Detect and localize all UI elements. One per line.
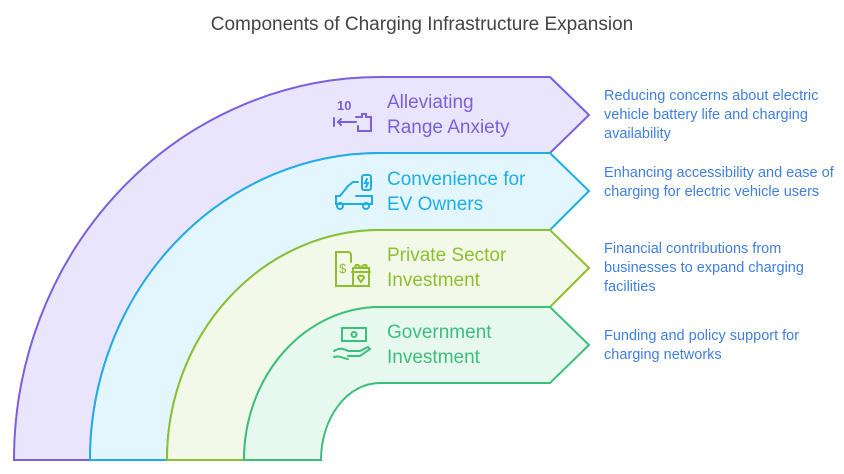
- label-line: Range Anxiety: [387, 117, 510, 138]
- description-government-investment: Funding and policy support for charging …: [604, 328, 800, 363]
- layer-label-ev-convenience: Convenience for EV Owners: [387, 167, 525, 217]
- layer-label-government-investment: Government Investment: [387, 320, 492, 370]
- ev-car-charging-icon: [330, 172, 374, 212]
- band-government-investment: [242, 306, 591, 461]
- label-line: Investment: [387, 347, 480, 368]
- svg-text:$: $: [339, 261, 347, 276]
- layer-label-range-anxiety: Alleviating Range Anxiety: [387, 90, 510, 140]
- label-line: Alleviating: [387, 92, 474, 113]
- description-private-investment: Financial contributions from businesses …: [604, 241, 804, 295]
- label-line: EV Owners: [387, 194, 484, 215]
- hand-money-icon: [330, 325, 374, 365]
- label-line: Investment: [387, 270, 480, 291]
- phone-money-gift-icon: $: [330, 248, 374, 288]
- label-line: Government: [387, 322, 492, 343]
- description-range-anxiety: Reducing concerns about electric vehicle…: [604, 88, 819, 142]
- label-line: Convenience for: [387, 169, 526, 190]
- description-ev-convenience: Enhancing accessibility and ease of char…: [604, 165, 834, 200]
- svg-text:10: 10: [337, 98, 351, 113]
- label-line: Private Sector: [387, 245, 507, 266]
- layer-label-private-investment: Private Sector Investment: [387, 243, 506, 293]
- diagram-title: Components of Charging Infrastructure Ex…: [210, 14, 634, 35]
- range-battery-icon: 10: [330, 95, 374, 135]
